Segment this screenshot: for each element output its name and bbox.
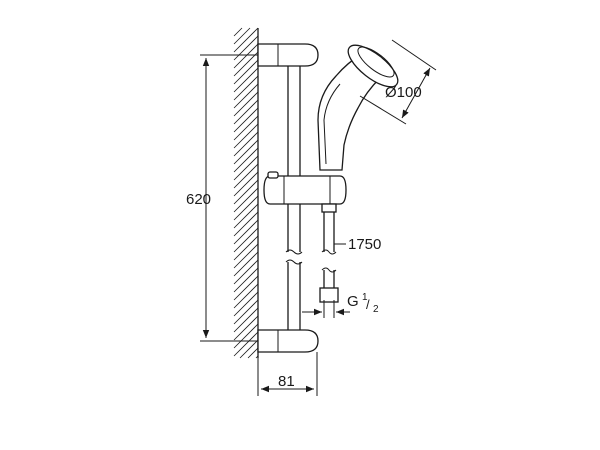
wall-hatch-line	[233, 155, 259, 181]
wall-hatch-line	[233, 27, 243, 37]
wall-hatch-line	[233, 147, 259, 173]
hand-shower	[317, 44, 399, 171]
thread-dimension: G 1 / 2	[302, 292, 379, 318]
wall	[233, 27, 259, 359]
hose-length-label: 1750	[348, 236, 381, 253]
wall-hatch-line	[233, 187, 259, 213]
wall-hatch-line	[233, 283, 259, 309]
wall-hatch-line	[233, 259, 259, 285]
wall-hatch-line	[233, 235, 259, 261]
wall-hatch-line	[233, 123, 259, 149]
wall-hatch-line	[233, 275, 259, 301]
wall-hatch-line	[233, 51, 259, 77]
height-dimension: 620	[186, 54, 258, 342]
thread-prefix: G	[347, 293, 359, 310]
thread-slash: /	[366, 297, 370, 312]
wall-hatch-line	[247, 347, 259, 359]
wall-hatch-line	[233, 171, 259, 197]
wall-hatch-line	[233, 267, 259, 293]
wall-hatch-line	[233, 163, 259, 189]
wall-hatch-line	[233, 91, 259, 117]
wall-hatch-line	[233, 299, 259, 325]
wall-hatch-line	[233, 115, 259, 141]
wall-hatch-line	[233, 219, 259, 245]
wall-hatch-line	[233, 35, 259, 61]
shower-hose	[319, 212, 339, 303]
wall-hatch-line	[233, 331, 259, 357]
sliding-holder	[263, 171, 347, 213]
wall-hatch-line	[233, 59, 259, 85]
wall-hatch-line	[233, 211, 259, 237]
wall-hatch-line	[233, 131, 259, 157]
wall-hatch-line	[233, 195, 259, 221]
wall-hatch-line	[233, 83, 259, 109]
wall-hatch-line	[233, 315, 259, 341]
thread-numerator: 1	[362, 292, 368, 303]
wall-hatch-line	[239, 339, 259, 359]
wall-hatch-line	[233, 307, 259, 333]
hose-length-dimension: 1750	[334, 236, 381, 253]
wall-hatch-line	[233, 203, 259, 229]
wall-hatch-line	[233, 99, 259, 125]
wall-hatch-line	[255, 355, 259, 359]
wall-hatch-line	[233, 227, 259, 253]
upper-bracket	[257, 43, 319, 67]
thread-label: G	[347, 293, 359, 310]
wall-hatch-line	[233, 67, 259, 93]
wall-hatch-line	[233, 291, 259, 317]
wall-hatch-line	[233, 179, 259, 205]
wall-hatch-line	[233, 243, 259, 269]
diameter-dimension: Ø100	[359, 39, 437, 125]
wall-hatch-line	[233, 251, 259, 277]
thread-denominator: 2	[373, 304, 379, 315]
wall-hatch-line	[233, 75, 259, 101]
wall-hatch-line	[233, 139, 259, 165]
wall-hatch-line	[233, 27, 259, 53]
lower-bracket	[257, 329, 319, 353]
height-label: 620	[186, 191, 211, 208]
wall-hatch-line	[233, 107, 259, 133]
wall-hatch-line	[233, 323, 259, 349]
shower-rail	[285, 66, 303, 330]
offset-dimension: 81	[257, 352, 318, 396]
wall-hatch-line	[233, 27, 251, 45]
diameter-label: Ø100	[385, 84, 422, 101]
wall-hatch-line	[233, 43, 259, 69]
offset-label: 81	[278, 373, 295, 390]
